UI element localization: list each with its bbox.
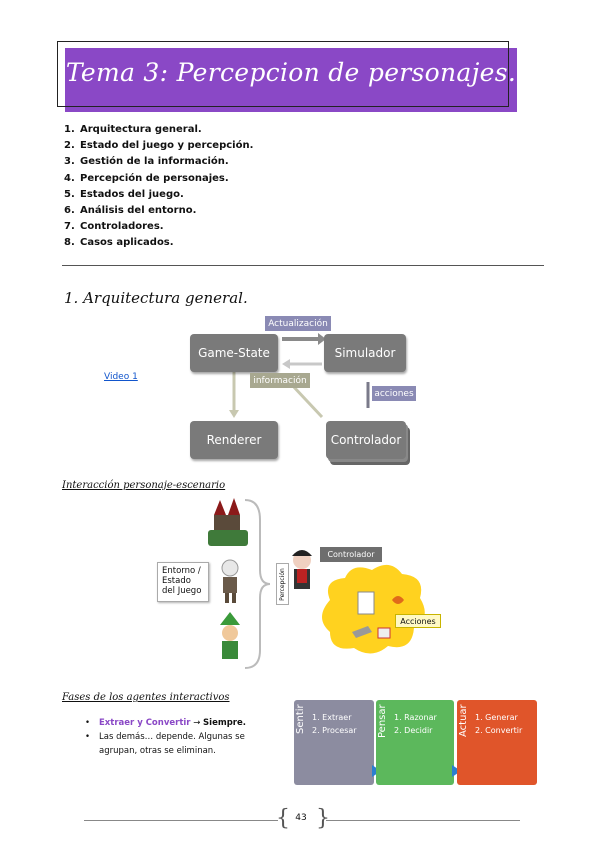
vampire-character-icon xyxy=(292,550,312,589)
footer-line-right xyxy=(326,820,520,821)
renderer-box: Renderer xyxy=(190,421,278,459)
title-banner-frame xyxy=(57,41,509,107)
page-title: Tema 3: Percepcion de personajes. xyxy=(65,58,517,87)
update-arrow-head xyxy=(318,333,326,345)
elf-character-icon xyxy=(220,612,240,659)
wrench-icon xyxy=(352,626,372,638)
informacion-label: información xyxy=(250,373,310,388)
acciones-label: acciones xyxy=(372,386,416,401)
toc-item: 4.Percepción de personajes. xyxy=(64,172,229,184)
actualizacion-label: Actualización xyxy=(265,316,331,331)
section-divider xyxy=(62,265,544,266)
phases-bullets: Extraer y Convertir → Siempre. Las demás… xyxy=(85,716,265,758)
interaction-heading: Interacción personaje-escenario xyxy=(62,480,226,491)
actions-label: Acciones xyxy=(395,614,441,628)
perception-box: Percepción xyxy=(276,563,289,605)
render-arrow-head xyxy=(229,410,239,418)
simulador-box: Simulador xyxy=(324,334,406,372)
bullet-item: Extraer y Convertir → Siempre. xyxy=(85,716,265,730)
toc-item: 5.Estados del juego. xyxy=(64,188,184,200)
title-banner xyxy=(65,48,517,112)
brace-shape xyxy=(244,499,271,669)
phases-heading: Fases de los agentes interactivos xyxy=(62,692,230,703)
toc-item: 2.Estado del juego y percepción. xyxy=(64,140,254,152)
page-number: 43 xyxy=(295,813,307,823)
video-link[interactable]: Video 1 xyxy=(104,372,138,382)
controller-arrow xyxy=(290,383,324,419)
door-icon xyxy=(357,591,375,615)
info-arrow-head xyxy=(282,359,290,369)
item-icon xyxy=(377,627,391,639)
footer-brace-right: } xyxy=(316,806,330,831)
toc-item: 1.Arquitectura general. xyxy=(64,124,202,135)
toc-item: 7.Controladores. xyxy=(64,221,164,233)
toc-item: 8.Casos aplicados. xyxy=(64,237,174,249)
table-of-contents: 1.Arquitectura general. 2.Estado del jue… xyxy=(64,122,253,252)
game-state-box: Game-State xyxy=(190,334,278,372)
fish-icon xyxy=(392,596,404,604)
section-heading: 1. Arquitectura general. xyxy=(64,289,248,307)
controlador-box: Controlador xyxy=(326,421,406,459)
toc-item: 6.Análisis del entorno. xyxy=(64,205,197,217)
controller-label: Controlador xyxy=(320,547,382,562)
skeleton-icon xyxy=(221,559,239,603)
castle-icon xyxy=(208,498,248,546)
footer-line-left xyxy=(84,820,278,821)
footer-brace-left: { xyxy=(276,806,290,831)
next-arrow-icon xyxy=(452,765,461,777)
bullet-item: Las demás… depende. Algunas se agrupan, … xyxy=(85,730,265,758)
toc-item: 3.Gestión de la información. xyxy=(64,156,229,168)
environment-box: Entorno / Estado del Juego xyxy=(157,562,209,602)
